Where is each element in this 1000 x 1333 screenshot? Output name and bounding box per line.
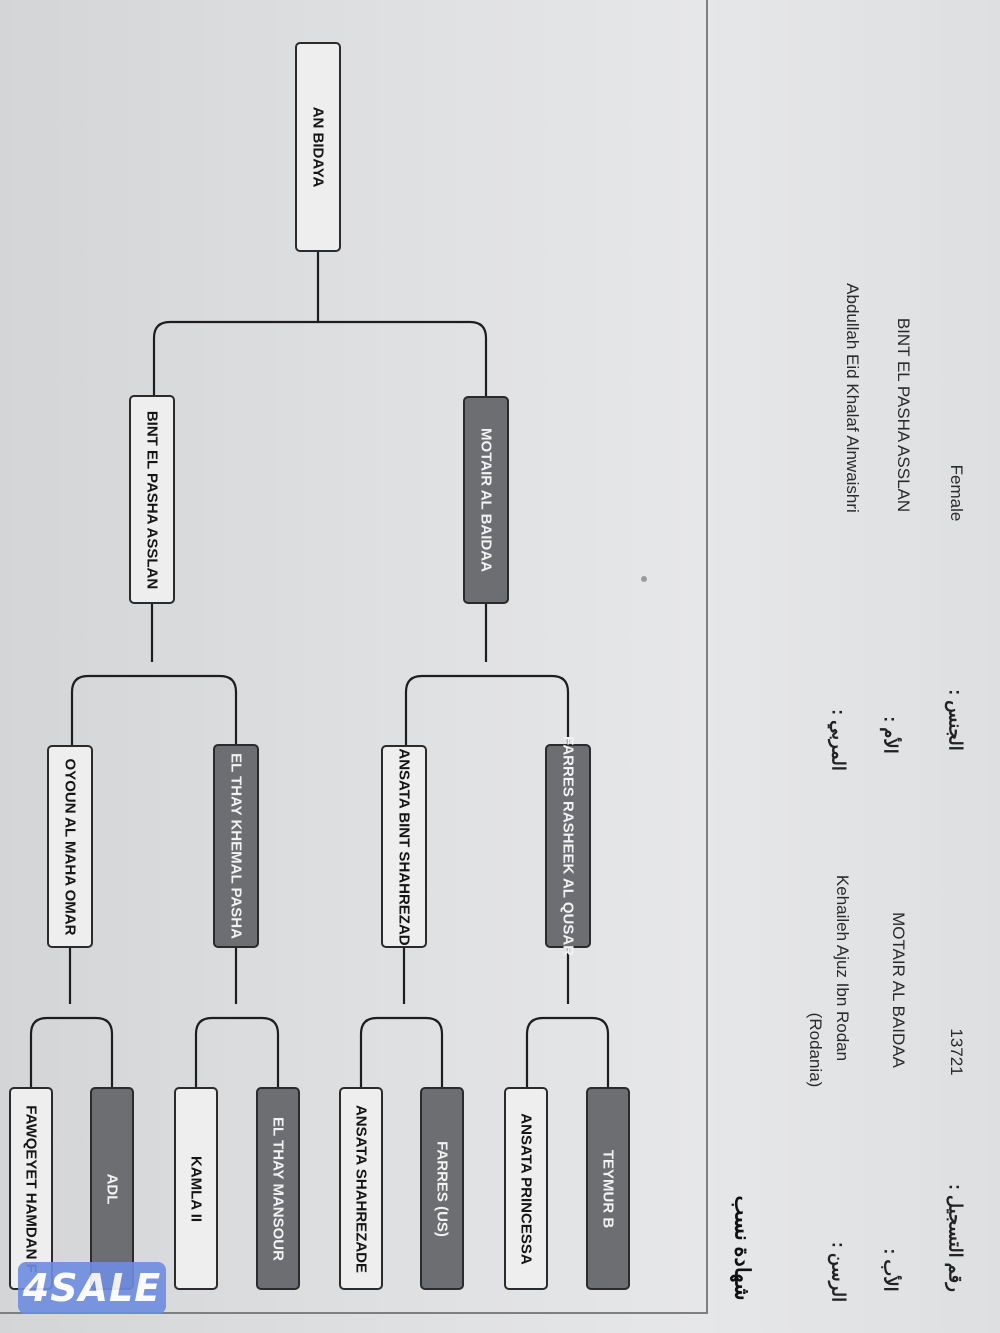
pedigree-box-dds: ADL xyxy=(90,1087,134,1290)
dsd-name: KAMLA II xyxy=(187,1155,205,1222)
sss-name: TEYMUR B xyxy=(599,1149,617,1228)
ssd-name: ANSATA PRINCESSA xyxy=(517,1112,535,1265)
pedigree-box-dam-sire: EL THAY KHEMAL PASHA xyxy=(213,744,259,948)
pedigree-box-sire-dam: ANSATA BINT SHAHREZAD xyxy=(381,745,427,948)
pedigree-box-sire: MOTAIR AL BAIDAA xyxy=(463,396,509,604)
paper-speck xyxy=(641,576,647,582)
dam-name: BINT EL PASHA ASSLAN xyxy=(143,410,161,589)
sire-name: MOTAIR AL BAIDAA xyxy=(477,428,495,572)
frame-border-bottom xyxy=(0,1312,708,1314)
pedigree-box-ddd: FAWQEYET HAMDAN F xyxy=(9,1087,53,1290)
sdd-name: ANSATA SHAHREZADE xyxy=(352,1104,370,1273)
pedigree-box-sss: TEYMUR B xyxy=(586,1087,630,1290)
dam-sire-name: EL THAY KHEMAL PASHA xyxy=(227,753,245,939)
pedigree-box-dam: BINT EL PASHA ASSLAN xyxy=(129,395,175,604)
sire-dam-name: ANSATA BINT SHAHREZAD xyxy=(395,747,413,946)
pedigree-box-dam-dam: OYOUN AL MAHA OMAR xyxy=(47,745,93,948)
dds-name: ADL xyxy=(103,1173,121,1204)
horse-name: AN BIDAYA xyxy=(309,106,327,188)
pedigree-box-horse: AN BIDAYA xyxy=(295,42,341,252)
4sale-watermark-logo: 4SALE xyxy=(18,1262,166,1314)
ddd-name: FAWQEYET HAMDAN F xyxy=(22,1104,40,1273)
dss-name: EL THAY MANSOUR xyxy=(269,1116,287,1261)
pedigree-box-sds: FARRES (US) xyxy=(420,1087,464,1290)
pedigree-box-ssd: ANSATA PRINCESSA xyxy=(504,1087,548,1290)
frame-border-top xyxy=(706,0,708,1312)
pedigree-box-dsd: KAMLA II xyxy=(174,1087,218,1290)
pedigree-box-sdd: ANSATA SHAHREZADE xyxy=(339,1087,383,1290)
sds-name: FARRES (US) xyxy=(433,1140,451,1237)
dam-dam-name: OYOUN AL MAHA OMAR xyxy=(61,758,79,935)
sire-sire-name: FARRES RASHEEK AL QUSAR xyxy=(559,735,577,957)
pedigree-box-dss: EL THAY MANSOUR xyxy=(256,1087,300,1290)
pedigree-box-sire-sire: FARRES RASHEEK AL QUSAR xyxy=(545,736,591,956)
watermark-text: 4SALE xyxy=(22,1266,162,1310)
